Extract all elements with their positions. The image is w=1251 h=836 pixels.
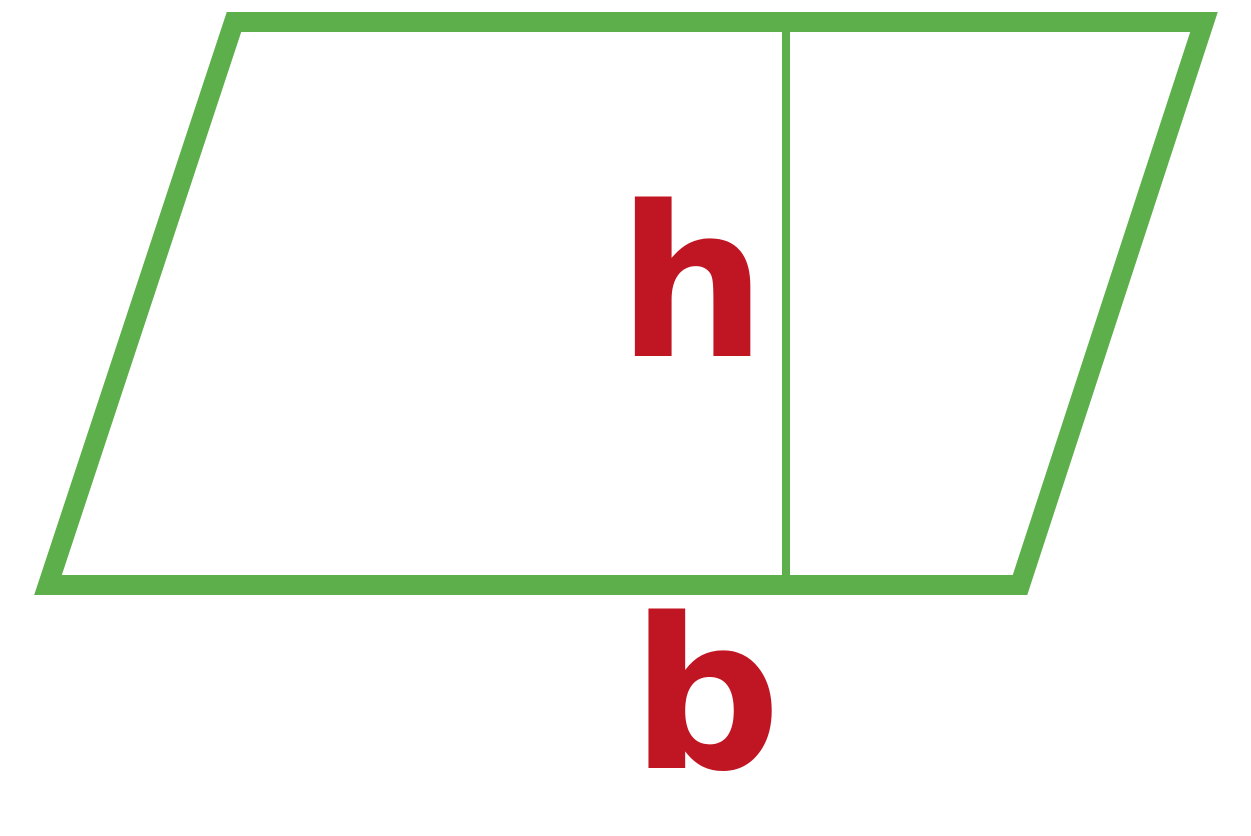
base-label: b: [631, 573, 781, 818]
parallelogram-outline: [34, 12, 1218, 595]
height-label: h: [617, 161, 767, 406]
